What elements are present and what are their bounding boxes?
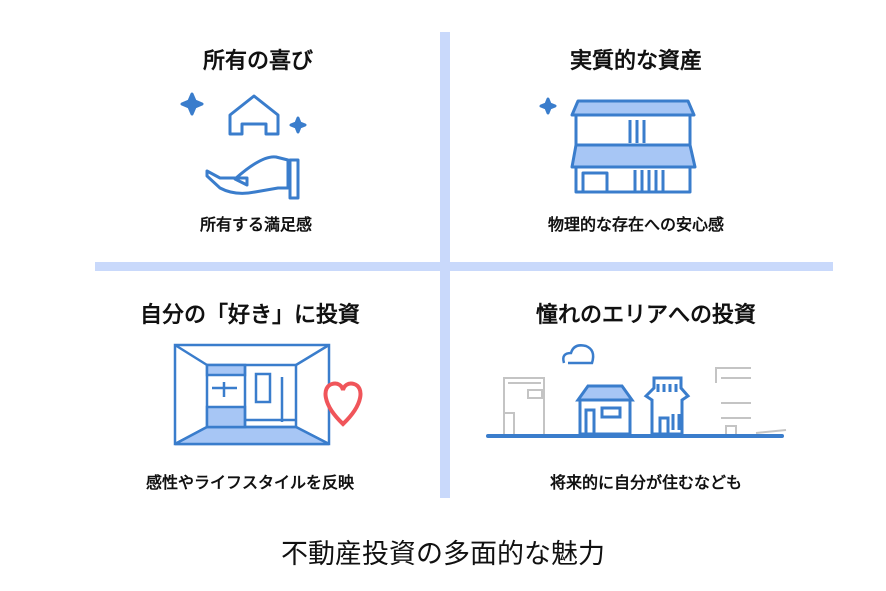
panel-caption-area: 将来的に自分が住むなども [549, 473, 743, 492]
house-in-hand-icon [180, 92, 307, 200]
storefront-icon [539, 97, 697, 194]
panel-title-area: 憧れのエリアへの投資 [535, 303, 757, 328]
panel-title-asset: 実質的な資産 [569, 49, 703, 74]
room-with-heart-icon [173, 343, 363, 446]
panel-title-passion: 自分の「好き」に投資 [139, 303, 361, 328]
townscape-icon [486, 344, 787, 438]
main-title: 不動産投資の多面的な魅力 [281, 539, 605, 570]
panel-caption-asset: 物理的な存在への安心感 [547, 215, 725, 234]
panel-caption-ownership: 所有する満足感 [199, 215, 313, 234]
horizontal-divider [95, 262, 833, 271]
panel-title-ownership: 所有の喜び [202, 49, 314, 74]
panel-caption-passion: 感性やライフスタイルを反映 [145, 473, 355, 492]
